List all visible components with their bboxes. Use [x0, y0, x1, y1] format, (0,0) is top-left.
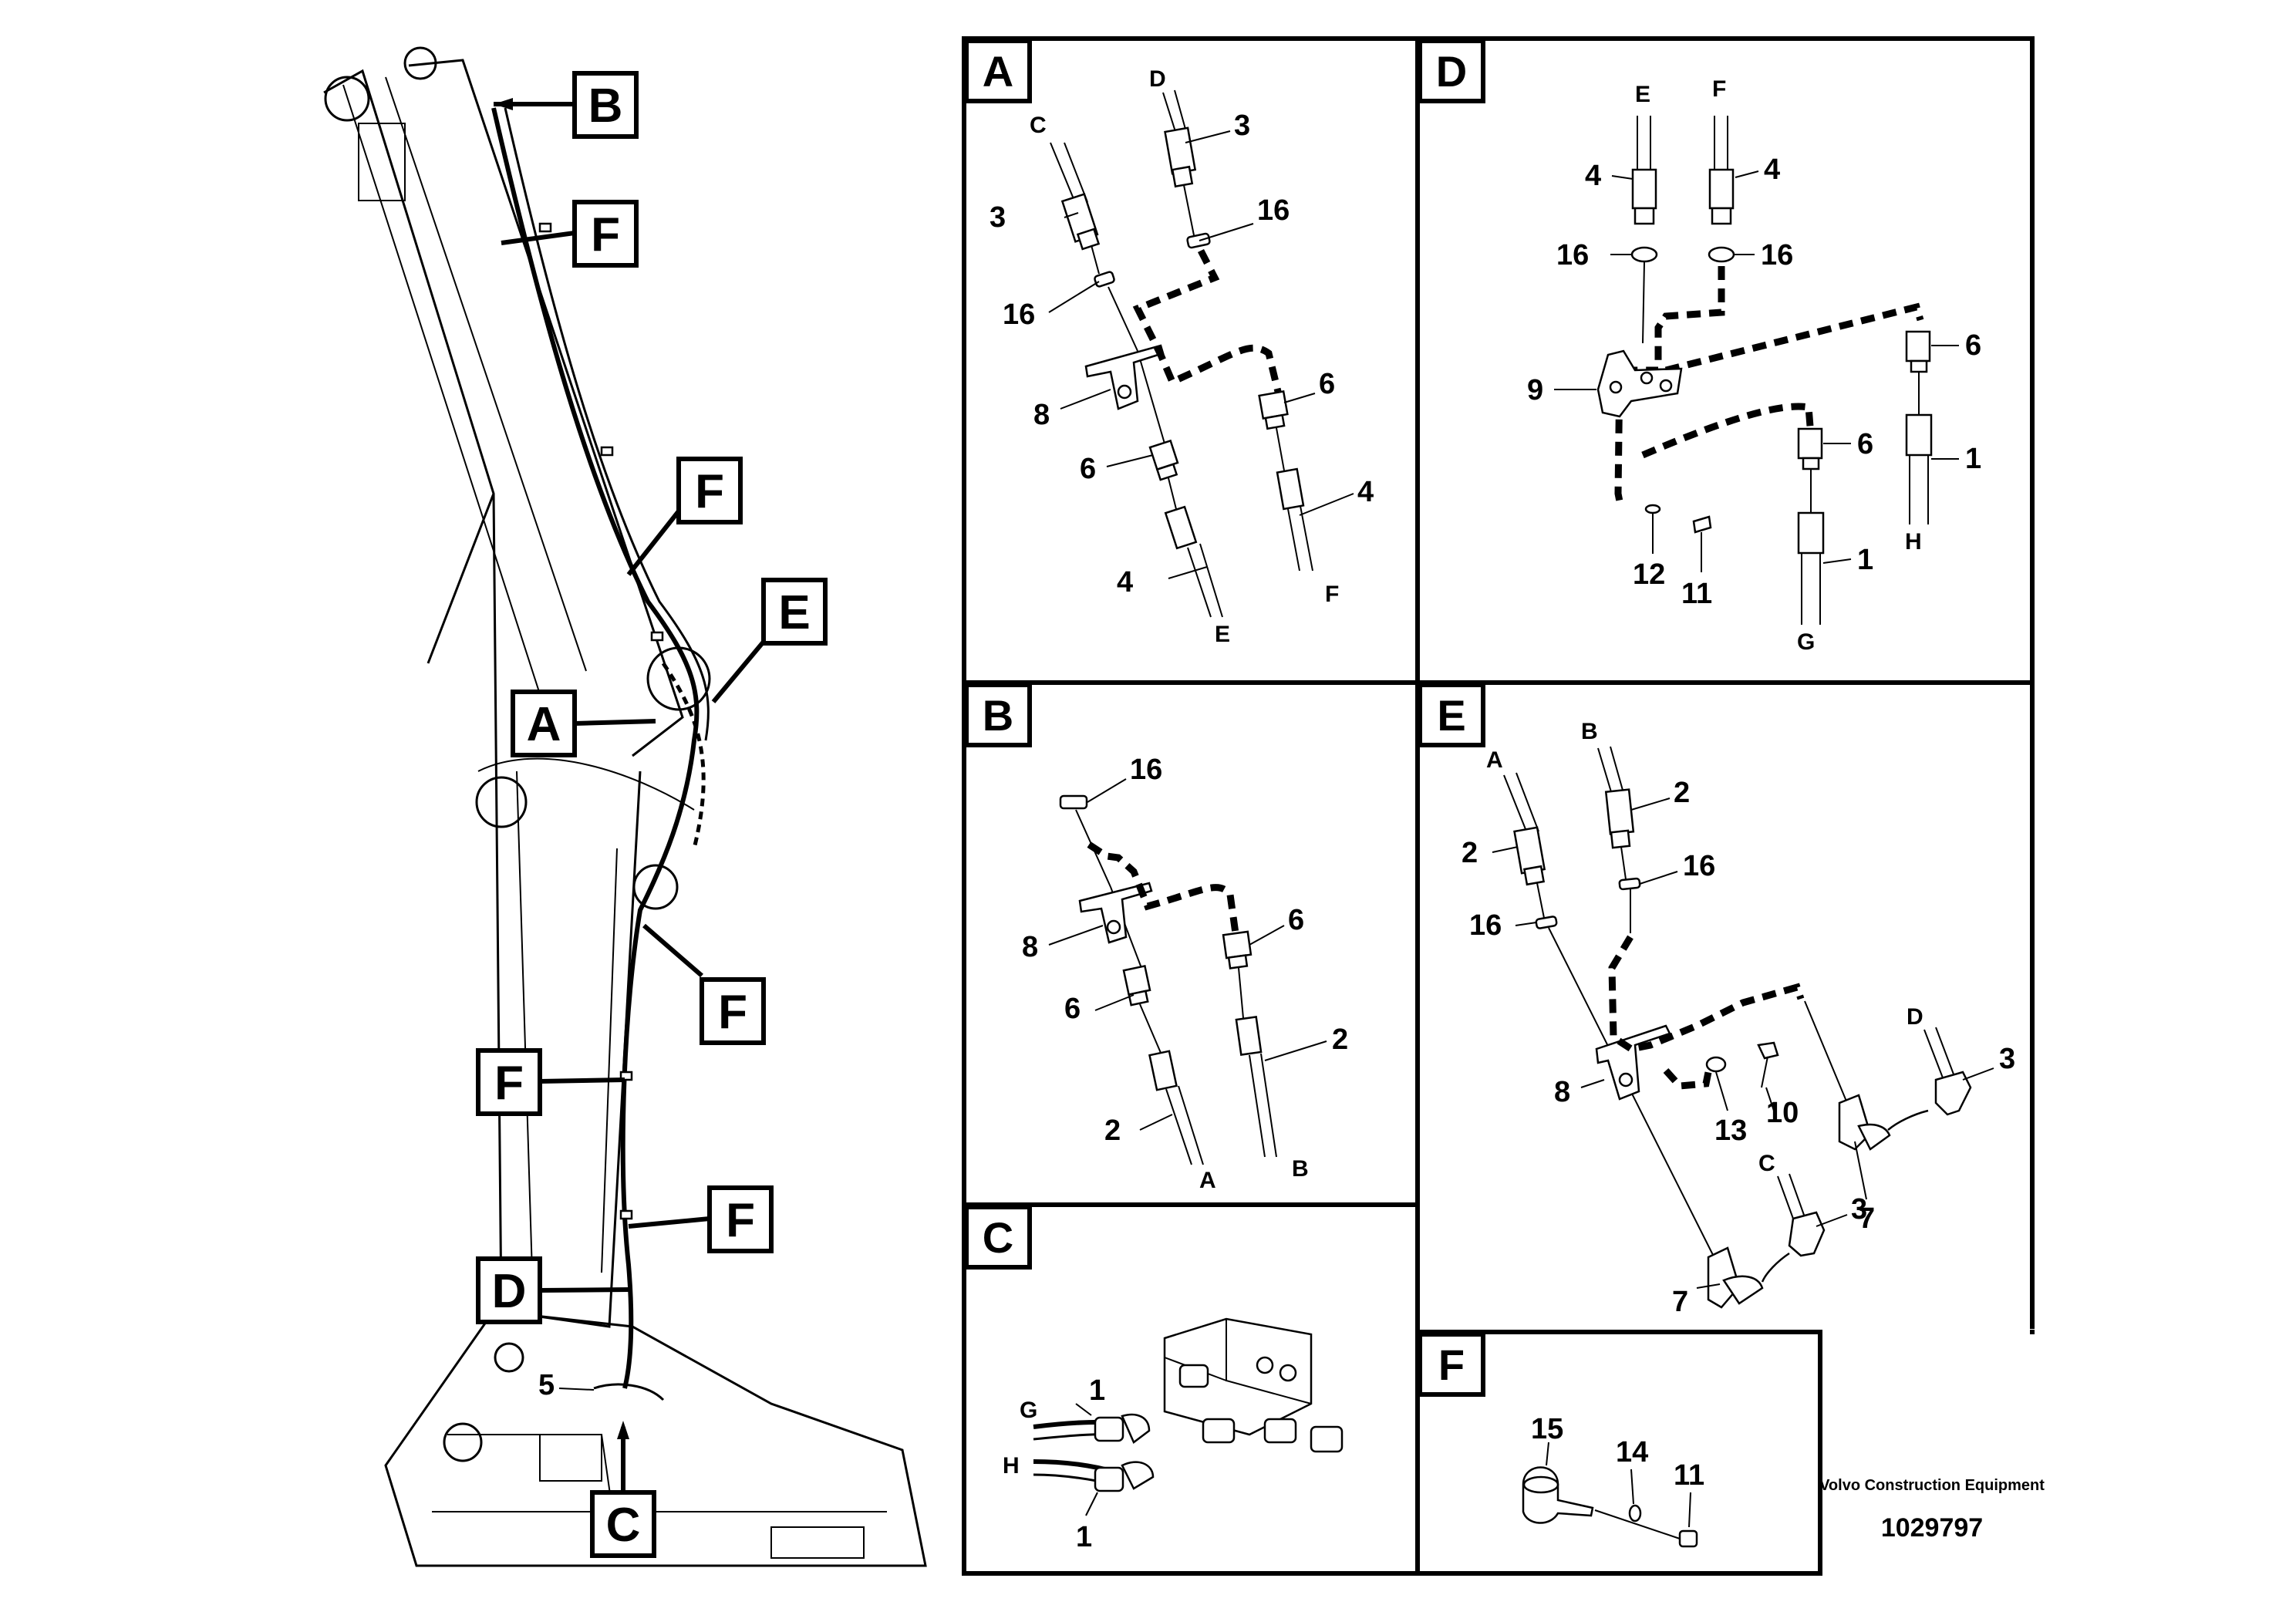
panel-f: F 15 14 11 [1418, 1332, 1704, 1548]
item-1-label: 1 [1076, 1521, 1092, 1553]
end-b-label: B [1581, 719, 1598, 744]
item-7-label: 7 [1859, 1202, 1875, 1235]
item-2-label: 2 [1462, 837, 1478, 869]
item-14-label: 14 [1616, 1436, 1648, 1469]
brand-label: Volvo Construction Equipment [1819, 1477, 2045, 1494]
item-6-label: 6 [1064, 993, 1081, 1025]
panel-c-badge: C [983, 1213, 1013, 1262]
panel-b: B 16 8 6 6 2 2 A B [964, 683, 1348, 1193]
end-a-label: A [1486, 747, 1503, 773]
item-3-label: 3 [1234, 110, 1250, 142]
item-3-label: 3 [990, 201, 1006, 234]
callout-e: E [711, 578, 828, 703]
item-16-label: 16 [1683, 850, 1715, 882]
panel-grid [962, 36, 2036, 1576]
end-h-label: H [1905, 529, 1922, 555]
item-10-label: 10 [1766, 1097, 1799, 1129]
end-g-label: G [1797, 629, 1815, 655]
callout-f-3: F [642, 923, 766, 1045]
end-b-label: B [1292, 1156, 1309, 1182]
end-d-label: D [1149, 66, 1166, 92]
part-number: 1029797 [1881, 1513, 1983, 1543]
item-4-label: 4 [1585, 160, 1601, 192]
callout-f-1: F [501, 200, 639, 268]
item-7-label: 7 [1672, 1286, 1688, 1318]
overview-callouts: B F F E A F F [476, 71, 828, 1558]
item-1-label: 1 [1857, 544, 1873, 576]
item-3-label: 3 [1851, 1193, 1867, 1226]
item-13-label: 13 [1714, 1114, 1747, 1147]
item-12-label: 12 [1633, 558, 1665, 591]
item-16-label: 16 [1556, 239, 1589, 271]
panel-c: C 1 1 G H [964, 1205, 1344, 1553]
item-15-label: 15 [1531, 1413, 1563, 1445]
end-d-label: D [1907, 1004, 1923, 1030]
callout-f-1-label: F [591, 208, 620, 261]
callout-f-4: F [476, 1048, 625, 1116]
item-16-label: 16 [1761, 239, 1793, 271]
item-1-label: 1 [1089, 1374, 1105, 1407]
callout-b-label: B [588, 79, 623, 133]
end-c-label: C [1758, 1151, 1775, 1176]
item-11-label: 11 [1674, 1459, 1704, 1492]
end-f-label: F [1325, 582, 1339, 607]
item-6-label: 6 [1319, 368, 1335, 400]
end-a-label: A [1199, 1168, 1216, 1193]
item-2-label: 2 [1674, 777, 1690, 809]
end-f-label: F [1712, 76, 1726, 102]
end-e-label: E [1635, 82, 1650, 107]
callout-d: D [476, 1256, 629, 1324]
item-3-label: 3 [1999, 1043, 2015, 1075]
panel-e: E [1418, 683, 2015, 1318]
callout-c-label: C [606, 1499, 641, 1552]
end-h-label: H [1003, 1453, 1020, 1479]
item-6-label: 6 [1288, 904, 1304, 936]
panel-a-badge: A [983, 47, 1013, 96]
item-6-label: 6 [1080, 453, 1096, 485]
item-6-label: 6 [1965, 329, 1981, 362]
callout-e-label: E [778, 586, 810, 639]
item-8-label: 8 [1554, 1076, 1570, 1108]
end-c-label: C [1030, 113, 1047, 138]
item-4-label: 4 [1357, 476, 1374, 508]
panel-b-badge: B [983, 691, 1013, 740]
item-8-label: 8 [1022, 931, 1038, 963]
callout-f-4-label: F [494, 1057, 524, 1110]
item-2-label: 2 [1104, 1114, 1121, 1147]
callout-a-label: A [527, 698, 561, 751]
item-8-label: 8 [1033, 399, 1050, 431]
panel-a: A [964, 39, 1374, 647]
item-5-label: 5 [538, 1369, 555, 1401]
panel-d: D [1418, 39, 1981, 655]
item-16-label: 16 [1003, 298, 1035, 331]
callout-f-3-label: F [718, 986, 747, 1039]
item-16-label: 16 [1469, 909, 1502, 942]
footer: Volvo Construction Equipment 1029797 [1819, 1477, 2045, 1543]
panel-f-badge: F [1438, 1340, 1465, 1389]
callout-f-5: F [628, 1185, 774, 1253]
item-9-label: 9 [1527, 374, 1543, 406]
item-2-label: 2 [1332, 1023, 1348, 1056]
end-g-label: G [1020, 1398, 1037, 1423]
callout-f-2: F [626, 457, 743, 576]
item-4-label: 4 [1764, 153, 1780, 186]
overview-machine-drawing: 5 [323, 46, 927, 1567]
item-6-label: 6 [1857, 428, 1873, 460]
callout-d-label: D [492, 1265, 527, 1318]
panel-d-badge: D [1436, 47, 1467, 96]
item-11-label: 11 [1681, 578, 1712, 610]
panel-e-badge: E [1437, 691, 1465, 740]
item-16-label: 16 [1257, 194, 1290, 227]
item-4-label: 4 [1117, 566, 1133, 599]
callout-f-5-label: F [726, 1194, 755, 1247]
callout-a: A [511, 690, 656, 757]
item-1-label: 1 [1965, 443, 1981, 475]
callout-f-2-label: F [695, 465, 724, 518]
callout-b: B [494, 71, 639, 139]
end-e-label: E [1215, 622, 1230, 647]
callout-c: C [590, 1421, 656, 1558]
item-16-label: 16 [1130, 754, 1162, 786]
